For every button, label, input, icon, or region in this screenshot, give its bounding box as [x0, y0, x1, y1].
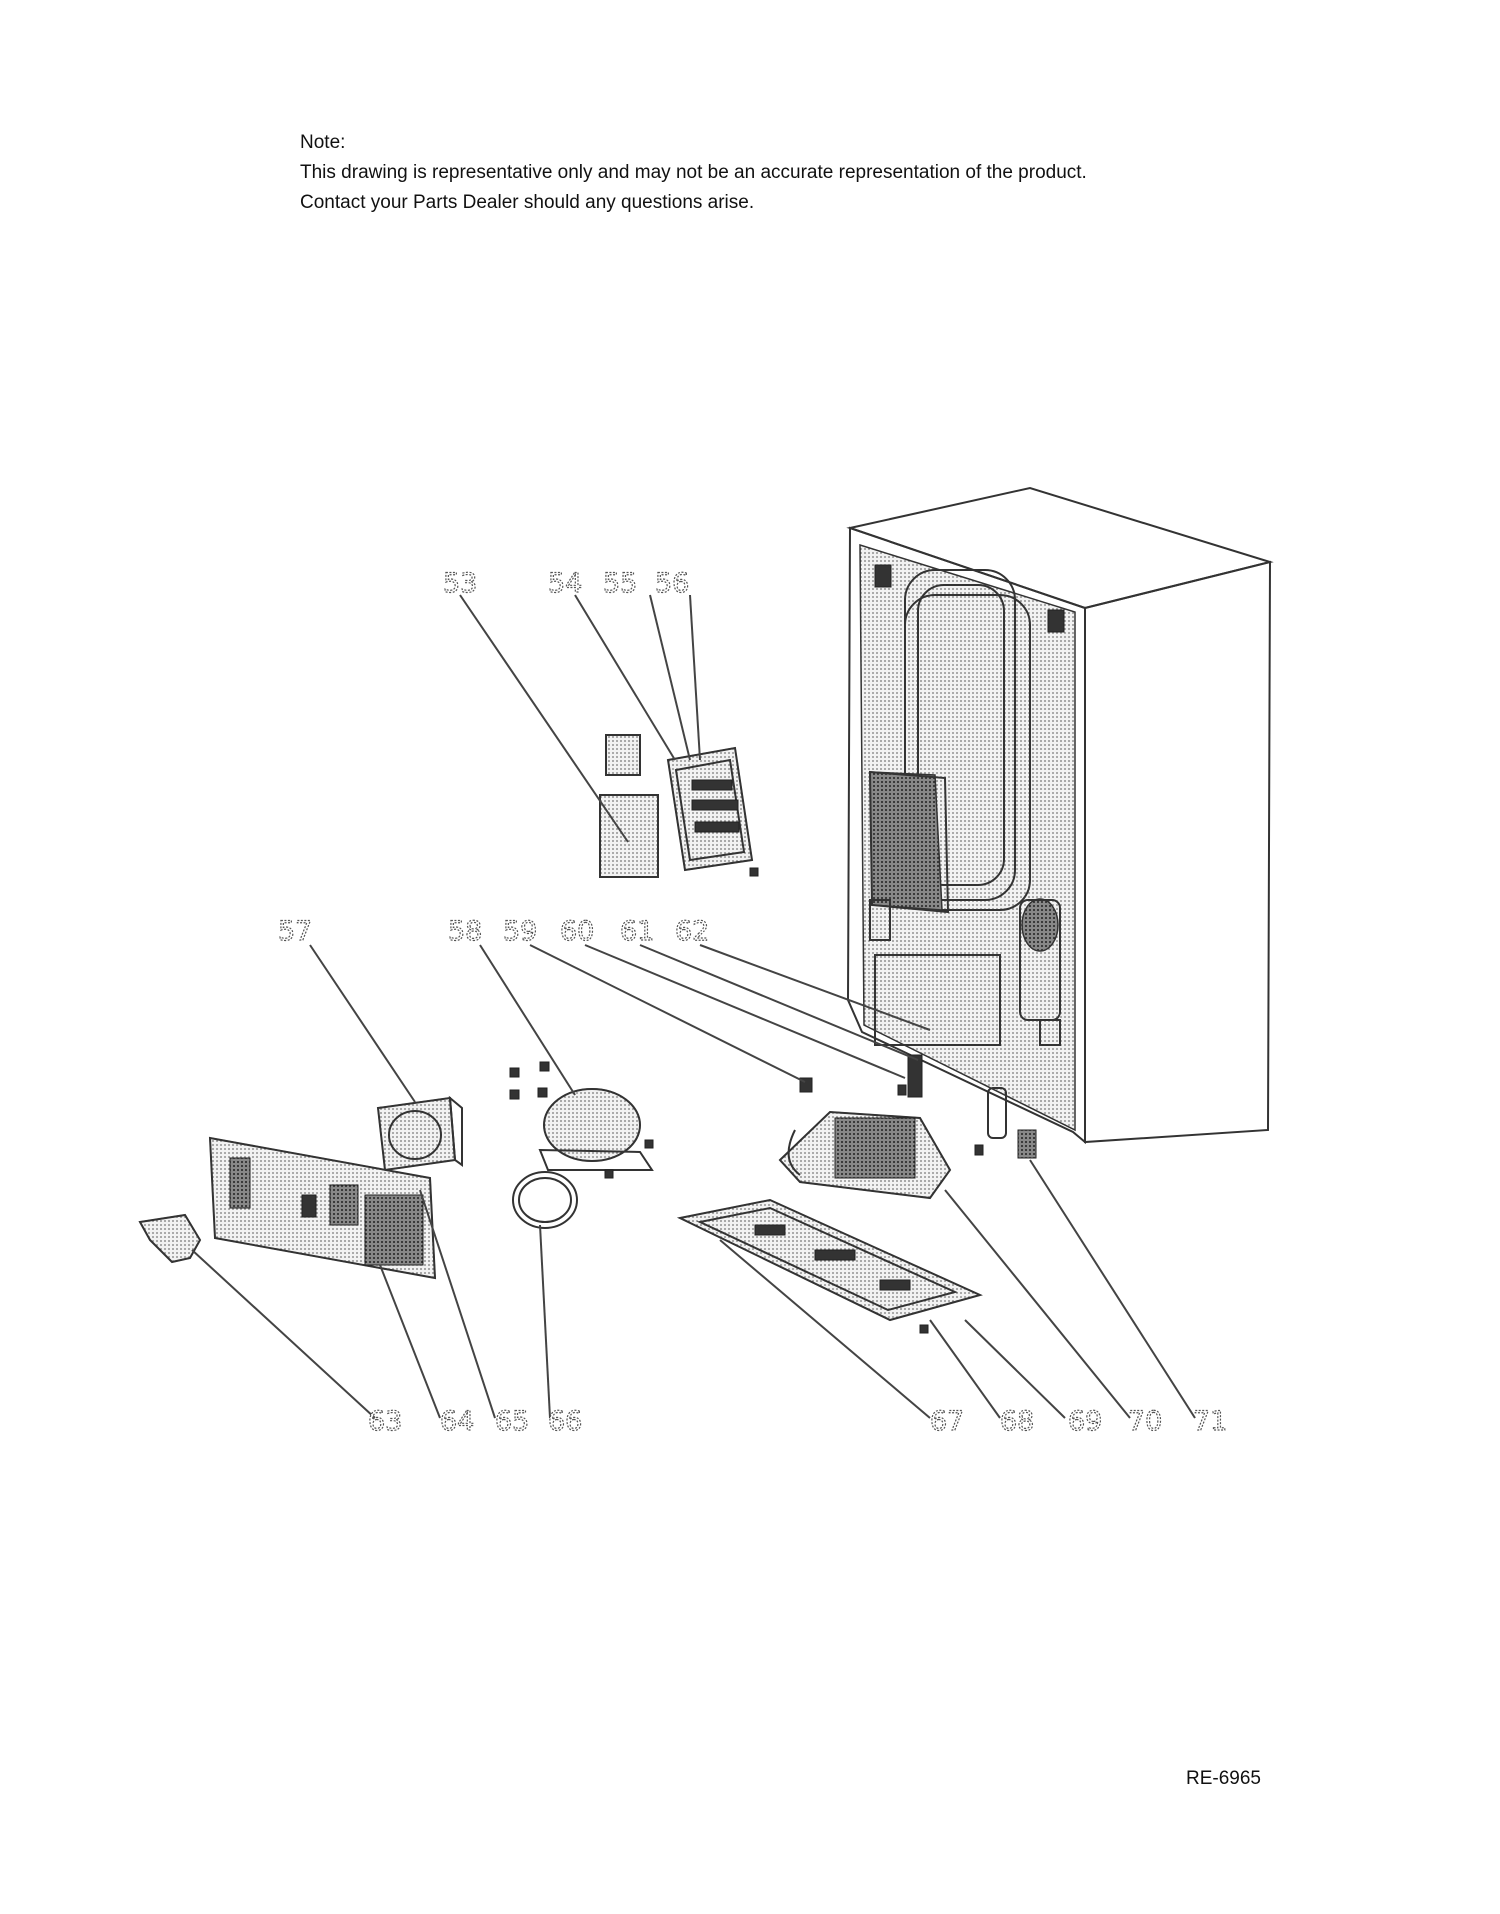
- note-line-1: This drawing is representative only and …: [300, 162, 1087, 183]
- callout-71: 71: [1193, 1406, 1227, 1437]
- cabinet-part: [846, 486, 1274, 1145]
- callout-57: 57: [278, 916, 312, 947]
- callout-65: 65: [495, 1406, 529, 1437]
- callout-68: 68: [1000, 1406, 1034, 1437]
- bracket-part-71: [974, 1087, 1037, 1159]
- callout-labels: 53 54 55 56 57 58 59 60 61 62 63 64 65 6…: [277, 567, 1228, 1437]
- small-parts-59-62: [799, 1054, 923, 1098]
- front-panel-part-63-65: [138, 1136, 437, 1280]
- callout-66: 66: [548, 1406, 582, 1437]
- panel-part-53: [599, 734, 659, 878]
- callout-69: 69: [1068, 1406, 1102, 1437]
- ring-part-66: [512, 1171, 578, 1229]
- callout-58: 58: [448, 916, 482, 947]
- compressor-assembly-part-70: [778, 1110, 952, 1200]
- callout-62: 62: [675, 916, 709, 947]
- base-tray-part-67-69: [676, 1198, 983, 1334]
- document-number: RE-6965: [1186, 1768, 1261, 1789]
- callout-59: 59: [503, 916, 537, 947]
- callout-70: 70: [1128, 1406, 1162, 1437]
- callout-63: 63: [368, 1406, 402, 1437]
- callout-53: 53: [443, 568, 477, 599]
- callout-61: 61: [620, 916, 654, 947]
- note-line-2: Contact your Parts Dealer should any que…: [300, 192, 755, 213]
- note-heading: Note:: [300, 132, 346, 153]
- compressor-part-58: [509, 1061, 654, 1179]
- callout-55: 55: [603, 568, 637, 599]
- leader-lines: [191, 594, 1196, 1419]
- callout-67: 67: [930, 1406, 964, 1437]
- control-box-part-54-56: [666, 746, 759, 877]
- callout-54: 54: [548, 568, 582, 599]
- callout-56: 56: [655, 568, 689, 599]
- fan-shroud-part-57: [376, 1095, 463, 1172]
- callout-64: 64: [440, 1406, 474, 1437]
- note-block: Note: This drawing is representative onl…: [300, 128, 1087, 218]
- callout-60: 60: [560, 916, 594, 947]
